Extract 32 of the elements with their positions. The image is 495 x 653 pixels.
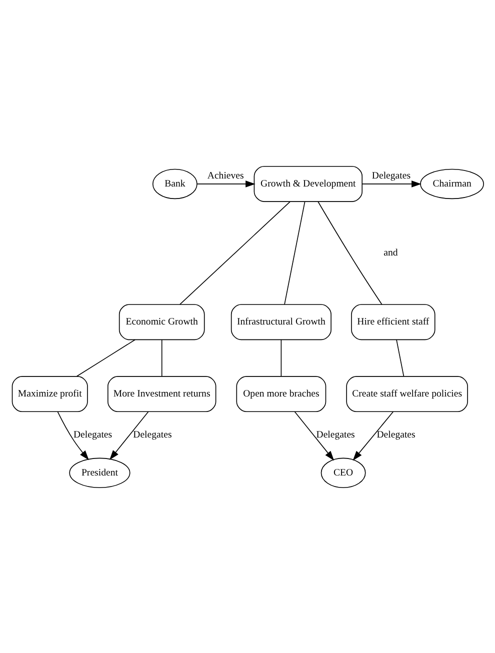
arrow xyxy=(56,410,88,460)
node-ellipse: President xyxy=(68,457,130,488)
edge-label: Delegates xyxy=(132,428,172,440)
edge-label: Delegates xyxy=(316,428,354,440)
node-box: Infrastructural Growth xyxy=(230,304,331,340)
node-box: Maximize profit xyxy=(11,376,88,412)
connector xyxy=(178,200,290,304)
edge-label: Delegates xyxy=(376,428,415,440)
node-box: Open more braches xyxy=(236,376,326,412)
connector xyxy=(317,200,382,304)
node-ellipse: Chairman xyxy=(420,168,484,199)
node-box: Economic Growth xyxy=(118,304,204,340)
connector xyxy=(76,338,135,376)
arrow xyxy=(294,410,334,460)
arrow xyxy=(109,410,148,460)
edge-label: Achieves xyxy=(206,170,244,182)
node-ellipse: CEO xyxy=(320,457,366,488)
node-ellipse: Bank xyxy=(152,168,197,199)
connector xyxy=(280,339,282,376)
arrow xyxy=(196,180,255,187)
node-box: Create staff welfare policies xyxy=(346,376,468,412)
label: and xyxy=(383,247,398,258)
node-box: Growth & Development xyxy=(253,165,362,202)
arrow xyxy=(361,180,421,187)
connector xyxy=(396,339,404,376)
arrow xyxy=(352,410,394,460)
node-box: More Investment returns xyxy=(107,376,216,412)
connector xyxy=(284,200,305,304)
connector xyxy=(160,339,162,376)
node-box: Hire efficient staff xyxy=(350,304,435,340)
edge-label: Delegates xyxy=(371,170,410,182)
edge-label: Delegates xyxy=(72,428,112,440)
